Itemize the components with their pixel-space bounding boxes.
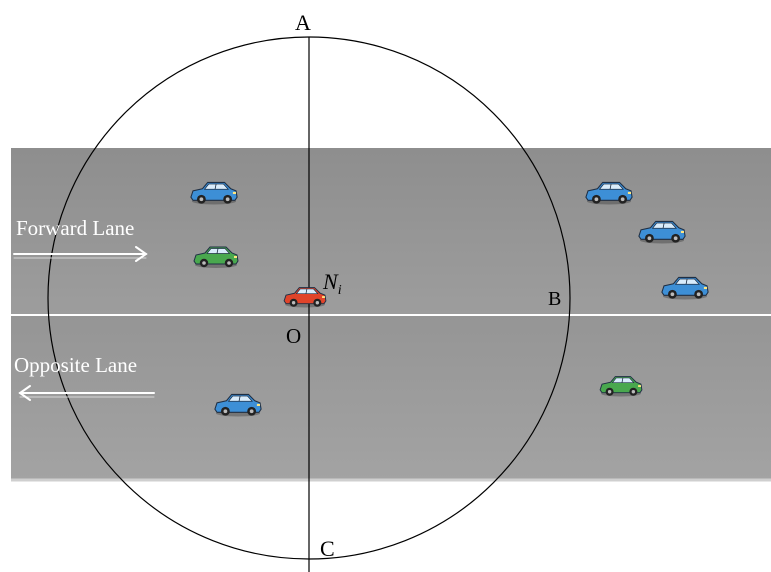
point-b-label: B: [548, 288, 562, 310]
forward-arrow: [13, 246, 148, 262]
node-ni-subscript: i: [337, 283, 342, 298]
opposite-lane-label: Opposite Lane: [14, 353, 138, 377]
opposite-arrow: [18, 385, 155, 401]
node-ni-label: Ni: [323, 271, 342, 298]
point-c-label: C: [320, 536, 335, 561]
forward-lane-label: Forward Lane: [16, 216, 135, 240]
point-o-label: O: [286, 324, 302, 348]
node-ni-main: N: [323, 269, 338, 294]
point-a-label: A: [295, 10, 311, 35]
